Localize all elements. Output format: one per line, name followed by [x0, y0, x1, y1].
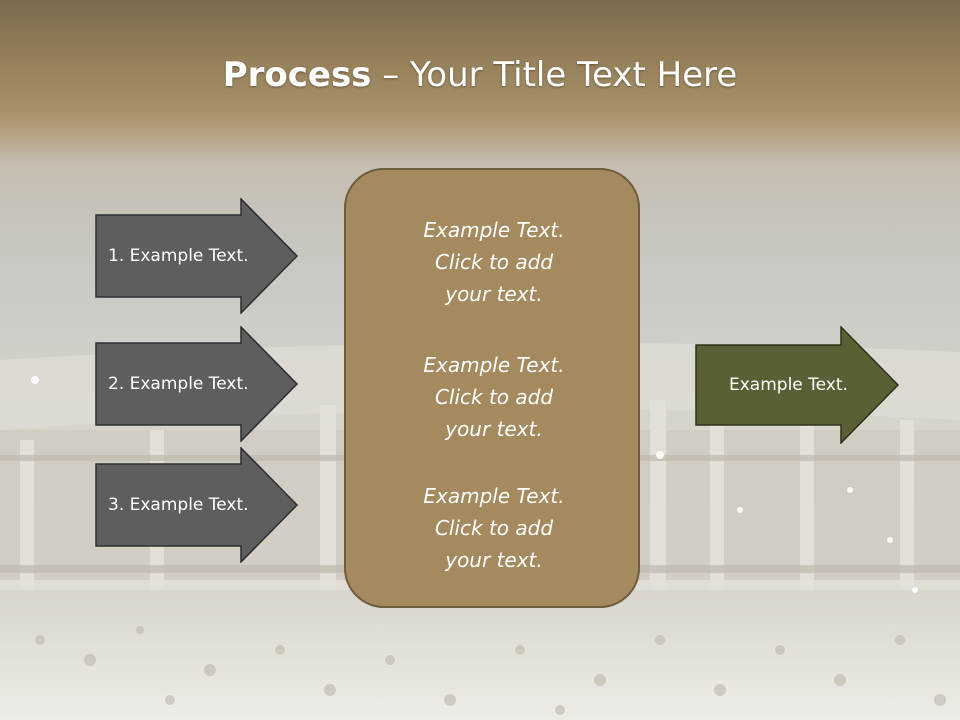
- arrow-shape-3: [95, 447, 299, 563]
- arrow-shape-1: [95, 198, 299, 314]
- title-bold-text: Process: [222, 55, 372, 95]
- center-text-3[interactable]: Example Text. Click to add your text.: [423, 484, 565, 572]
- result-label: Example Text.: [729, 375, 848, 395]
- step-2-arrow[interactable]: 2. Example Text.: [95, 326, 299, 442]
- step-1-arrow[interactable]: 1. Example Text.: [95, 198, 299, 314]
- result-arrow[interactable]: Example Text.: [695, 326, 901, 444]
- center-content-box[interactable]: Example Text. Click to add your text. Ex…: [344, 168, 640, 608]
- step-2-label: 2. Example Text.: [108, 374, 249, 394]
- result-arrow-shape: [695, 326, 900, 444]
- center-text-2[interactable]: Example Text. Click to add your text.: [423, 353, 565, 441]
- arrow-shape-2: [95, 326, 299, 442]
- step-3-arrow[interactable]: 3. Example Text.: [95, 447, 299, 563]
- center-text-1[interactable]: Example Text. Click to add your text.: [423, 218, 565, 306]
- step-3-label: 3. Example Text.: [108, 495, 249, 515]
- slide-title: Process – Your Title Text Here: [0, 50, 960, 100]
- title-rest-text: – Your Title Text Here: [371, 55, 738, 95]
- step-1-label: 1. Example Text.: [108, 246, 249, 266]
